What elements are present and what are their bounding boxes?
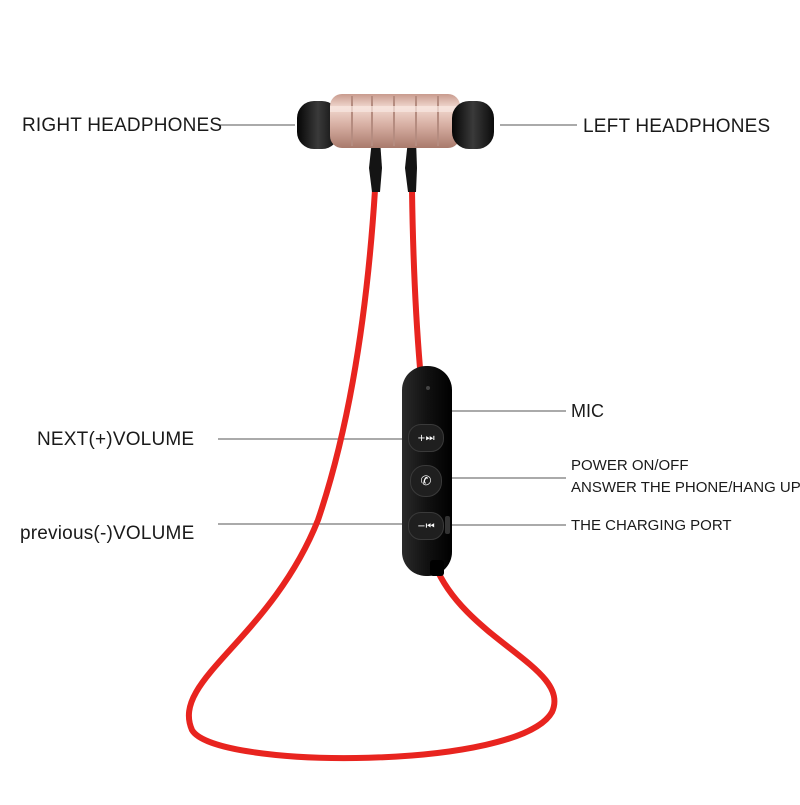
ear-tip-right <box>297 101 339 149</box>
label-answer-hang-up: ANSWER THE PHONE/HANG UP <box>571 479 800 496</box>
earbud-grooves <box>351 96 439 146</box>
label-power-on-off: POWER ON/OFF <box>571 457 689 474</box>
next-volume-button[interactable]: +⏭ <box>408 424 444 452</box>
leader-lines <box>218 124 577 526</box>
previous-volume-button[interactable]: −⏮ <box>408 512 444 540</box>
strain-relief-right <box>369 140 382 192</box>
label-left-headphones: LEFT HEADPHONES <box>583 116 771 137</box>
phone-power-icon: ✆ <box>420 473 432 489</box>
cable <box>185 187 558 761</box>
cable-to-remote <box>409 187 423 371</box>
charging-port-icon <box>445 516 450 534</box>
cable-main <box>185 187 558 761</box>
earbud-highlight <box>330 106 460 112</box>
remote-tail <box>430 560 444 576</box>
ear-tip-left <box>452 101 494 149</box>
strain-relief-left <box>405 140 417 192</box>
label-right-headphones: RIGHT HEADPHONES <box>22 115 223 136</box>
label-previous-volume: previous(-)VOLUME <box>20 523 195 544</box>
label-charging-port: THE CHARGING PORT <box>571 517 732 534</box>
next-icon: +⏭ <box>417 432 435 444</box>
mic-hole <box>426 386 430 390</box>
label-mic: MIC <box>571 401 604 421</box>
earbuds <box>297 94 494 149</box>
strain-reliefs <box>369 140 417 192</box>
label-next-volume: NEXT(+)VOLUME <box>37 429 195 450</box>
previous-icon: −⏮ <box>417 520 435 532</box>
power-button[interactable]: ✆ <box>410 465 442 497</box>
